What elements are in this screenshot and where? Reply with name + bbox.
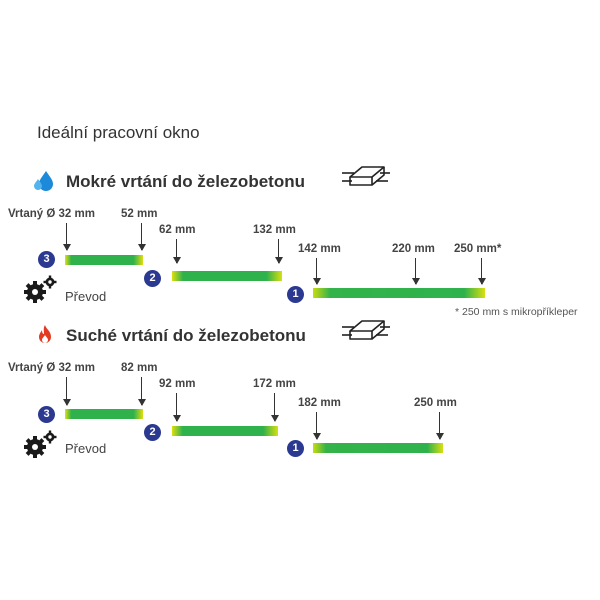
footnote: * 250 mm s mikropříkleper xyxy=(455,306,578,318)
arrow-172 xyxy=(269,393,281,422)
concrete-slab-icon xyxy=(342,166,390,186)
arrow-142 xyxy=(311,258,323,285)
gear-icon xyxy=(24,430,57,458)
label-52mm: 52 mm xyxy=(121,208,158,220)
arrow-250 xyxy=(434,412,446,440)
gear-badge-3: 3 xyxy=(38,406,55,423)
dry-heading: Suché vrtání do železobetonu xyxy=(66,326,306,345)
water-drop-icon xyxy=(34,171,53,191)
label-172mm: 172 mm xyxy=(253,378,296,390)
range-bar-gear-2 xyxy=(172,426,278,436)
label-182mm: 182 mm xyxy=(298,397,341,409)
label-250mm: 250 mm* xyxy=(454,243,502,255)
gear-label: Převod xyxy=(65,441,107,456)
gear-badge-2: 2 xyxy=(144,270,161,287)
label-132mm: 132 mm xyxy=(253,224,296,236)
range-bar-gear-3 xyxy=(65,255,143,265)
gear-label: Převod xyxy=(65,289,107,304)
arrow-62 xyxy=(171,239,183,264)
gear-icon xyxy=(24,275,57,303)
arrow-220 xyxy=(410,258,422,285)
label-220mm: 220 mm xyxy=(392,243,435,255)
label-142mm: 142 mm xyxy=(298,243,341,255)
label-250mm: 250 mm xyxy=(414,397,457,409)
arrow-start xyxy=(61,377,73,406)
gear-badge-3: 3 xyxy=(38,251,55,268)
arrow-82 xyxy=(136,377,148,406)
label-82mm: 82 mm xyxy=(121,362,158,374)
fire-icon xyxy=(39,325,51,343)
range-bar-gear-1 xyxy=(313,443,443,453)
wet-heading: Mokré vrtání do železobetonu xyxy=(66,172,305,191)
range-bar-gear-2 xyxy=(172,271,282,281)
label-92mm: 92 mm xyxy=(159,378,196,390)
arrow-92 xyxy=(171,393,183,422)
range-bar-gear-3 xyxy=(65,409,143,419)
arrow-132 xyxy=(273,239,285,264)
gear-badge-2: 2 xyxy=(144,424,161,441)
gear-badge-1: 1 xyxy=(287,286,304,303)
arrow-182 xyxy=(311,412,323,440)
concrete-slab-icon xyxy=(342,320,390,340)
label-start-diameter: Vrtaný Ø 32 mm xyxy=(8,362,95,374)
gear-badge-1: 1 xyxy=(287,440,304,457)
label-62mm: 62 mm xyxy=(159,224,196,236)
page-title: Ideální pracovní okno xyxy=(37,123,200,142)
arrow-52 xyxy=(136,223,148,251)
range-bar-gear-1 xyxy=(313,288,485,298)
arrow-start xyxy=(61,223,73,251)
label-start-diameter: Vrtaný Ø 32 mm xyxy=(8,208,95,220)
arrow-250 xyxy=(476,258,488,285)
